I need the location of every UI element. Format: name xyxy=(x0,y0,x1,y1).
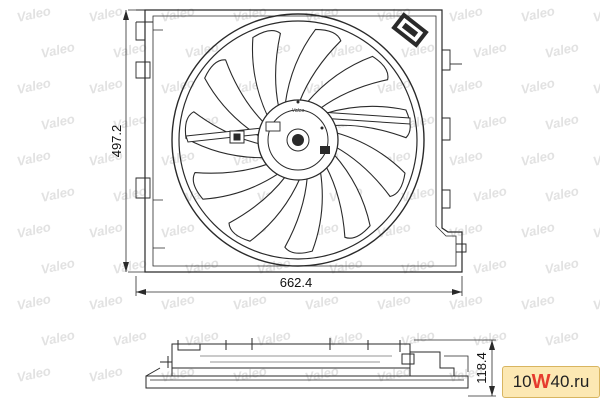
watermark-text: Valeo xyxy=(160,3,197,25)
watermark-text: Valeo xyxy=(472,111,509,133)
watermark-text: Valeo xyxy=(592,75,600,97)
watermark-text: Valeo xyxy=(232,363,269,385)
watermark-text: Valeo xyxy=(88,363,125,385)
watermark-text: Valeo xyxy=(472,39,509,61)
electrical-connector xyxy=(391,12,429,48)
fan-hub: Valeo xyxy=(257,99,339,181)
watermark-text: Valeo xyxy=(448,363,485,385)
watermark-text: Valeo xyxy=(448,291,485,313)
fan-blade xyxy=(251,30,282,118)
watermark-text: Valeo xyxy=(40,327,77,349)
watermark-text: Valeo xyxy=(40,183,77,205)
watermark-text: Valeo xyxy=(16,75,53,97)
watermark-text: Valeo xyxy=(376,291,413,313)
watermark-text: Valeo xyxy=(520,75,557,97)
watermark-text: Valeo xyxy=(184,39,221,61)
watermark-text: Valeo xyxy=(160,291,197,313)
watermark-text: Valeo xyxy=(160,363,197,385)
height-dimension xyxy=(123,9,145,273)
watermark-text: Valeo xyxy=(112,327,149,349)
watermark-text: Valeo xyxy=(88,291,125,313)
watermark-text: Valeo xyxy=(520,147,557,169)
watermark-text: Valeo xyxy=(40,111,77,133)
watermark-text: Valeo xyxy=(304,363,341,385)
motor-struts xyxy=(185,111,411,144)
fan-blade xyxy=(325,152,371,239)
watermark-text: Valeo xyxy=(400,327,437,349)
watermark-text: Valeo xyxy=(400,39,437,61)
hub-logo: Valeo xyxy=(292,108,305,114)
fan-blade xyxy=(228,175,301,242)
watermark-text: Valeo xyxy=(472,183,509,205)
fan-blade xyxy=(334,131,406,198)
watermark-text: Valeo xyxy=(232,3,269,25)
watermark-text: Valeo xyxy=(16,219,53,241)
watermark-text: Valeo xyxy=(520,219,557,241)
fan-side-view xyxy=(145,338,469,389)
watermark-text: Valeo xyxy=(376,363,413,385)
height-dimension-label: 497.2 xyxy=(109,125,124,158)
site-logo-suffix: 40.ru xyxy=(550,372,590,391)
watermark-text: Valeo xyxy=(88,75,125,97)
depth-dimension-label: 118.4 xyxy=(474,352,489,384)
watermark-text: Valeo xyxy=(184,327,221,349)
watermark-text: Valeo xyxy=(160,219,197,241)
watermark-text: Valeo xyxy=(88,219,125,241)
watermark-text: Valeo xyxy=(256,327,293,349)
fan-blade xyxy=(305,55,389,110)
fan-ring xyxy=(171,13,425,267)
fan-blade xyxy=(192,163,281,200)
fan-blades xyxy=(184,28,411,254)
watermark-text: Valeo xyxy=(592,291,600,313)
fan-blade xyxy=(284,169,323,254)
watermark-text: Valeo xyxy=(112,255,149,277)
watermark-text: Valeo xyxy=(592,219,600,241)
watermark-text: Valeo xyxy=(112,39,149,61)
watermark-text: Valeo xyxy=(448,147,485,169)
fan-blade xyxy=(204,59,265,138)
watermark-text: Valeo xyxy=(376,219,413,241)
watermark-text: Valeo xyxy=(304,3,341,25)
watermark-text: Valeo xyxy=(88,3,125,25)
watermark-text: Valeo xyxy=(544,327,581,349)
watermark-text: Valeo xyxy=(448,75,485,97)
watermark-text: Valeo xyxy=(520,3,557,25)
watermark-text: Valeo xyxy=(112,183,149,205)
depth-dimension xyxy=(414,339,496,397)
watermark-text: Valeo xyxy=(112,111,149,133)
watermark-text: Valeo xyxy=(160,147,197,169)
site-logo-prefix: 10 xyxy=(512,372,532,391)
watermark-text: Valeo xyxy=(160,75,197,97)
width-dimension xyxy=(135,276,463,296)
watermark-text: Valeo xyxy=(448,219,485,241)
width-dimension-label: 662.4 xyxy=(280,275,313,290)
watermark-text: Valeo xyxy=(448,3,485,25)
watermark-text: Valeo xyxy=(520,291,557,313)
watermark-text: Valeo xyxy=(328,327,365,349)
watermark-text: Valeo xyxy=(16,291,53,313)
watermark-text: Valeo xyxy=(304,291,341,313)
watermark-text: Valeo xyxy=(544,183,581,205)
watermark-text: Valeo xyxy=(472,327,509,349)
fan-blade xyxy=(284,28,342,105)
watermark-text: Valeo xyxy=(16,147,53,169)
watermark-text: Valeo xyxy=(40,39,77,61)
watermark-text: Valeo xyxy=(400,183,437,205)
watermark-text: Valeo xyxy=(88,147,125,169)
watermark-text: Valeo xyxy=(544,111,581,133)
watermark-text: Valeo xyxy=(472,255,509,277)
watermark-text: Valeo xyxy=(16,3,53,25)
watermark-text: Valeo xyxy=(16,363,53,385)
fan-shroud-front-view xyxy=(135,9,467,273)
site-logo-accent: W xyxy=(531,370,551,393)
watermark-text: Valeo xyxy=(40,255,77,277)
watermark-text: Valeo xyxy=(592,147,600,169)
watermark-text: Valeo xyxy=(232,291,269,313)
watermark-text: Valeo xyxy=(544,39,581,61)
watermark-text: Valeo xyxy=(592,3,600,25)
watermark-text: Valeo xyxy=(544,255,581,277)
